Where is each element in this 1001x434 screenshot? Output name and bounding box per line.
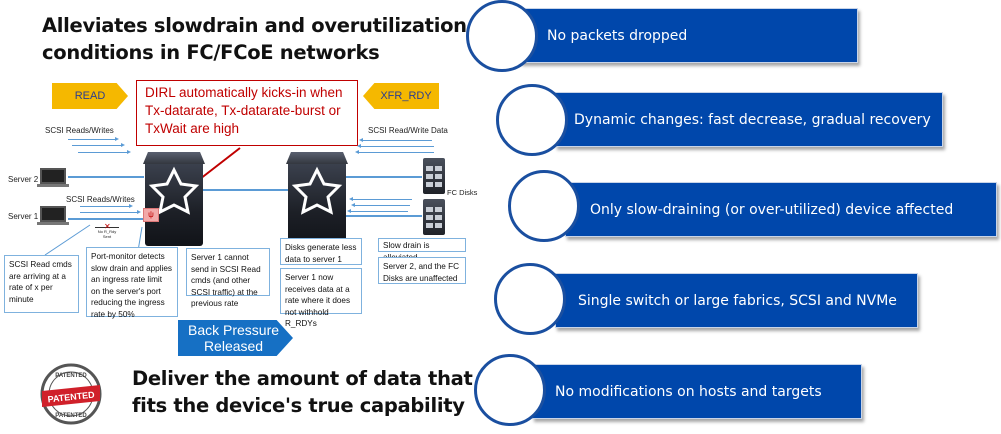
callout-line2: Tx-datarate, Tx-datarate-burst or <box>145 103 341 118</box>
flow-arrow <box>72 143 125 147</box>
benefit-circle <box>508 170 580 242</box>
note-port-monitor: Port-monitor detects slow drain and appl… <box>86 247 178 319</box>
benefit-label: Dynamic changes: fast decrease, gradual … <box>574 111 931 128</box>
benefit-item: No packets dropped <box>520 8 858 63</box>
flow-arrow <box>349 197 412 201</box>
fc-disk-icon <box>423 158 445 194</box>
note-scsi-read-cmds: SCSI Read cmds are arriving at a rate of… <box>4 255 79 313</box>
label-fc-disks: FC Disks <box>447 188 478 197</box>
no-r-rdy-indicator: ✕ No R_Rdy Sent <box>92 222 122 239</box>
read-label: READ <box>74 90 106 102</box>
fc-disk-icon <box>423 199 445 235</box>
note-server2-unaffected: Server 2, and the FC Disks are unaffecte… <box>378 257 466 284</box>
server1-laptop-icon <box>37 206 69 225</box>
headline-top: Alleviates slowdrain and overutilization… <box>42 12 467 66</box>
badge-bottom-text: PATENTED <box>55 413 87 419</box>
dirl-callout: DIRL automatically kicks-in when Tx-data… <box>136 80 358 146</box>
flow-arrow <box>78 150 131 154</box>
benefit-item: Dynamic changes: fast decrease, gradual … <box>555 92 943 147</box>
isl-link <box>202 189 288 191</box>
headline-top-line2: conditions in FC/FCoE networks <box>42 41 380 64</box>
badge-ribbon-text: PATENTED <box>47 390 95 405</box>
benefit-circle <box>466 0 538 72</box>
label-scsi-read-write-data: SCSI Read/Write Data <box>368 126 448 135</box>
benefit-circle <box>474 354 546 426</box>
server2-laptop-icon <box>37 168 69 187</box>
callout-line1: DIRL automatically kicks-in when <box>145 85 343 100</box>
back-pressure-line1: Back Pressure <box>188 322 280 338</box>
headline-bottom-line2: fits the device's true capability <box>132 394 465 417</box>
back-pressure-arrow: Back Pressure Released <box>178 320 293 356</box>
patented-badge-icon: PATENTED PATENTED PATENTED <box>40 363 102 425</box>
red-x-icon: ✕ <box>104 222 111 231</box>
benefit-item: Single switch or large fabrics, SCSI and… <box>555 273 918 328</box>
benefit-circle <box>494 263 566 335</box>
note-slow-drain-alleviated: Slow drain is alleviated <box>378 238 466 262</box>
label-server2: Server 2 <box>8 175 39 184</box>
note-server1-now-receives: Server 1 now receives data at a rate whe… <box>280 268 362 328</box>
back-pressure-line2: Released <box>203 338 264 354</box>
note-server1-cannot-send: Server 1 cannot send in SCSI Read cmds (… <box>186 248 270 308</box>
switch-left-icon: ψ <box>143 152 205 246</box>
callout-line3: TxWait are high <box>145 121 240 136</box>
link-disk2 <box>346 215 422 217</box>
flow-arrow <box>359 138 432 142</box>
benefit-item: Only slow-draining (or over-utilized) de… <box>565 182 997 237</box>
benefit-label: No modifications on hosts and targets <box>555 383 822 400</box>
flow-arrow <box>68 137 119 141</box>
benefit-circle <box>496 84 568 156</box>
headline-top-line1: Alleviates slowdrain and overutilization <box>42 14 467 37</box>
switch-right-icon <box>286 152 348 246</box>
read-chevron: READ <box>52 83 128 109</box>
no-r-rdy-label: No R_Rdy <box>97 229 117 234</box>
xfr-rdy-chevron: XFR_RDY <box>363 83 439 109</box>
benefit-label: No packets dropped <box>547 27 688 44</box>
flow-arrow <box>357 144 434 148</box>
link-server2 <box>68 176 144 178</box>
headline-bottom: Deliver the amount of data that fits the… <box>132 365 473 419</box>
flow-arrow <box>80 210 141 214</box>
link-disk1 <box>346 176 422 178</box>
label-scsi-reads-writes-mid: SCSI Reads/Writes <box>66 195 135 204</box>
xfr-rdy-label: XFR_RDY <box>380 90 432 102</box>
port-monitor-icon: ψ <box>143 208 159 222</box>
flow-arrow <box>347 209 408 213</box>
label-scsi-reads-writes-top: SCSI Reads/Writes <box>45 126 114 135</box>
flow-arrow <box>355 150 434 154</box>
headline-bottom-line1: Deliver the amount of data that <box>132 367 473 390</box>
badge-top-text: PATENTED <box>55 373 87 379</box>
flow-arrow <box>351 203 410 207</box>
no-r-rdy-sent-label: Sent <box>102 233 112 239</box>
benefit-item: No modifications on hosts and targets <box>532 364 862 419</box>
note-disks-generate-less: Disks generate less data to server 1 <box>280 238 362 265</box>
benefit-label: Only slow-draining (or over-utilized) de… <box>590 201 954 218</box>
flow-arrow <box>80 204 133 208</box>
label-server1: Server 1 <box>8 212 39 221</box>
link-server1 <box>68 218 146 220</box>
benefit-label: Single switch or large fabrics, SCSI and… <box>578 292 897 309</box>
